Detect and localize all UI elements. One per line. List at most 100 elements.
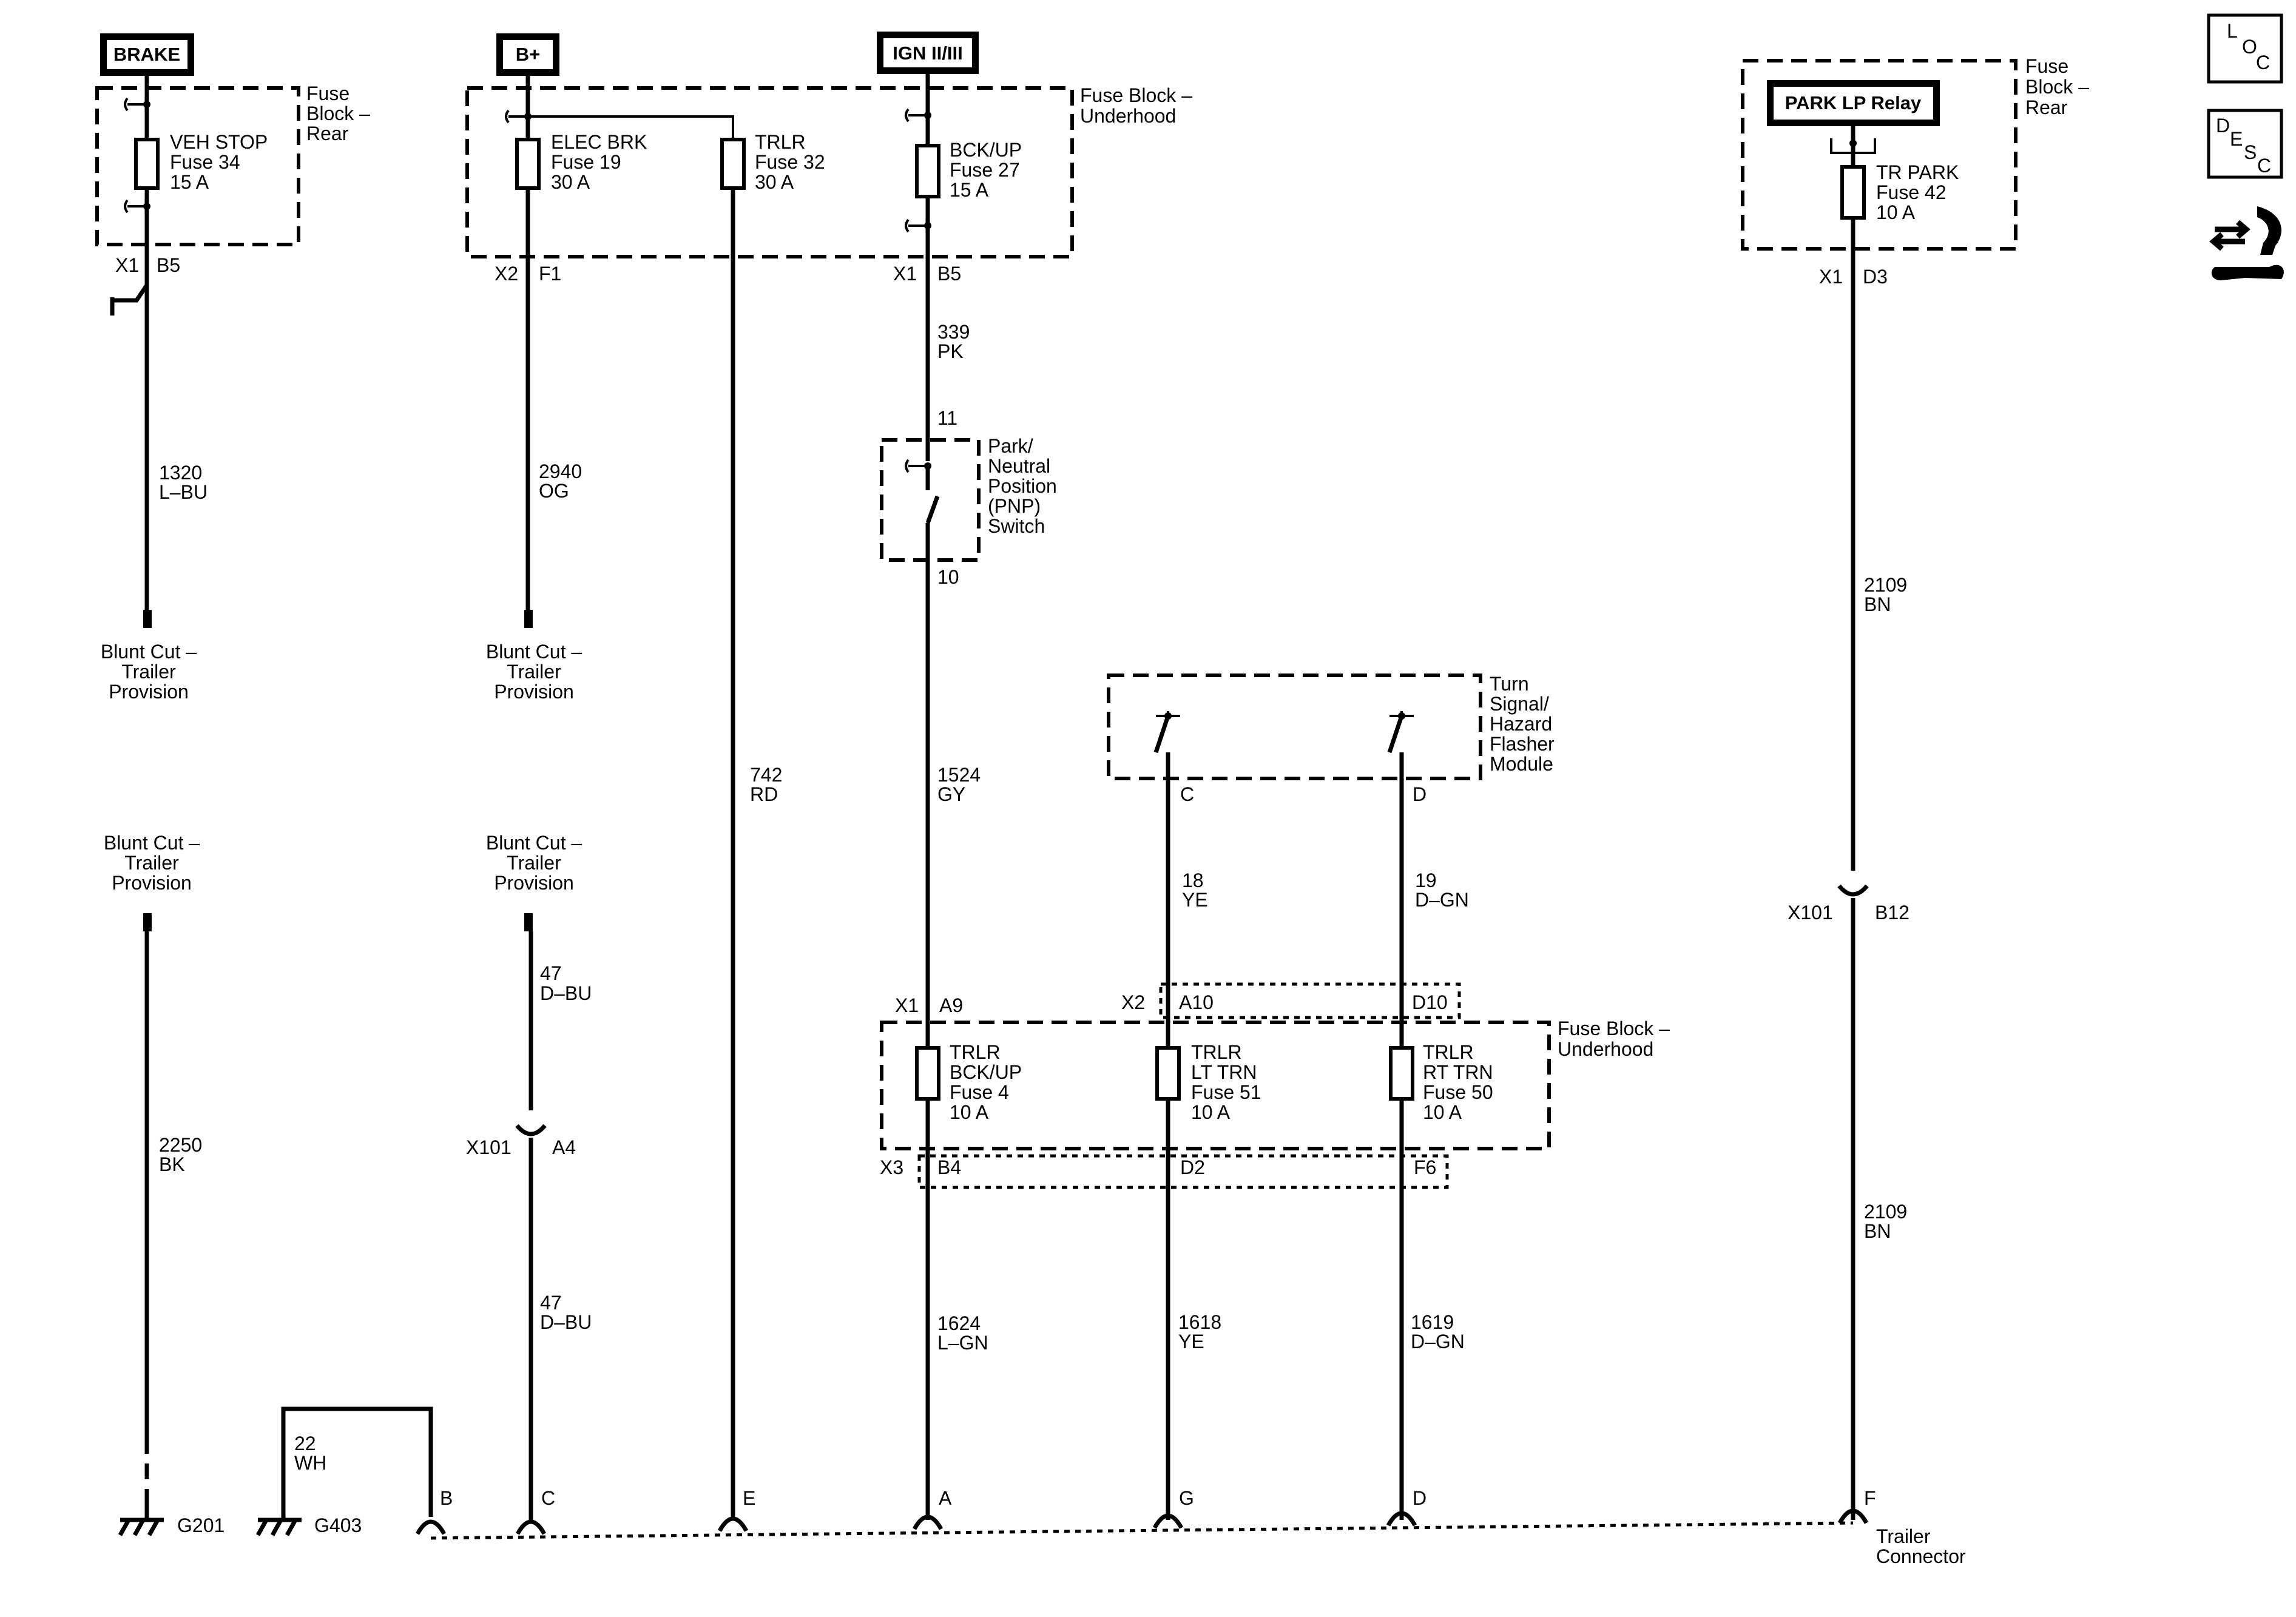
ground-wire-g403 — [255, 1406, 433, 1536]
ground-g201-label: G201 — [177, 1514, 225, 1536]
trailer-pin-g-terminal — [1152, 1513, 1184, 1529]
wrench-arrows-icon[interactable] — [2209, 206, 2284, 280]
trlr-rttrn50-fuse-label-1: TRLR — [1423, 1041, 1474, 1063]
flasher-module-label-4: Flasher — [1490, 733, 1555, 755]
desc-letter-s: S — [2244, 141, 2257, 163]
connector-x2-f1-x2-label: X2 — [495, 263, 518, 285]
fuse-block-underhood-bottom-label-1: Fuse Block – — [1558, 1018, 1670, 1039]
connector-x101-a4-x101-label: X101 — [466, 1136, 512, 1158]
park-lp-circuit — [1830, 126, 1876, 1520]
pnp-switch-label-1: Park/ — [988, 435, 1033, 457]
trlr32-fuse-label-2: Fuse 32 — [755, 151, 825, 173]
fuse-block-underhood-top-box — [465, 86, 1074, 258]
connector-x2-a10-a10-label: A10 — [1179, 991, 1214, 1013]
pnp-switch-label-3: Position — [988, 475, 1057, 497]
fuse-block-underhood-top-label-1: Fuse Block – — [1080, 84, 1192, 106]
wire-47b-number: 47 — [540, 1292, 562, 1314]
bck-up27-fuse-symbol — [915, 144, 940, 198]
loc-letter-c: C — [2256, 52, 2270, 73]
trlr-bckup4-fuse-symbol — [915, 1046, 940, 1101]
wire-18-number: 18 — [1182, 869, 1204, 891]
wire-2940-number: 2940 — [539, 461, 582, 482]
module-pin-d-label: D — [1413, 783, 1427, 805]
wire-339-color: PK — [937, 340, 964, 362]
wire-2250-color: BK — [159, 1153, 185, 1175]
wire-19-color: D–GN — [1415, 889, 1469, 911]
trlr-lttrn51-fuse-label-3: Fuse 51 — [1191, 1081, 1261, 1103]
trlr-rttrn50-fuse-symbol — [1389, 1046, 1414, 1101]
fuse-block-rear-right-label-1: Fuse — [2025, 55, 2068, 77]
flasher-module-label-1: Turn — [1490, 673, 1529, 695]
tr-park-fuse-label-2: Fuse 42 — [1876, 181, 1947, 203]
trailer-pin-f-terminal — [1837, 1508, 1869, 1524]
trailer-connector-label-1: Trailer — [1876, 1525, 1931, 1547]
park-relay-header-label: PARK LP Relay — [1785, 92, 1922, 113]
trailer-pin-c-label: C — [541, 1487, 555, 1509]
blunt-cut-1-label-3: Provision — [109, 681, 189, 703]
bck-up27-fuse-label-2: Fuse 27 — [950, 159, 1020, 181]
fuse-block-rear-left-box — [95, 86, 300, 246]
trailer-connector — [415, 1508, 1869, 1540]
connector-x101-a4-a4-label: A4 — [552, 1136, 576, 1158]
bplus-header: B+ — [496, 33, 559, 76]
elec-brk-fuse-symbol — [515, 138, 541, 190]
veh-stop-fuse-label-1: VEH STOP — [170, 131, 268, 153]
loc-icon[interactable]: L O C — [2207, 13, 2283, 84]
trailer-connector-label-2: Connector — [1876, 1545, 1966, 1567]
wire-1320-color: L–BU — [159, 481, 208, 503]
connector-x1-a9-a9-label: A9 — [939, 994, 963, 1016]
connector-b5-left-label: B5 — [157, 254, 180, 276]
park-relay-header: PARK LP Relay — [1767, 80, 1940, 126]
trlr-lttrn51-fuse-label-2: LT TRN — [1191, 1061, 1257, 1083]
loc-letter-l: L — [2227, 20, 2238, 42]
trlr-rttrn50-fuse-label-2: RT TRN — [1423, 1061, 1493, 1083]
wire-2109a-number: 2109 — [1864, 574, 1907, 596]
bck-up27-fuse-label-3: 15 A — [950, 179, 989, 201]
tr-park-fuse-label-3: 10 A — [1876, 201, 1916, 223]
brake-header-label: BRAKE — [113, 44, 180, 65]
wire-1524-color: GY — [937, 783, 965, 805]
ign-header: IGN II/III — [877, 32, 979, 74]
trailer-pin-f-label: F — [1864, 1487, 1876, 1509]
trlr-lttrn51-fuse-label-4: 10 A — [1191, 1101, 1231, 1123]
wire-339-number: 339 — [937, 321, 970, 343]
wire-19-number: 19 — [1415, 869, 1437, 891]
trailer-pin-c-terminal — [515, 1519, 547, 1535]
desc-icon[interactable]: D E S C — [2207, 109, 2283, 179]
elec-brk-circuit — [505, 76, 746, 1520]
flasher-module-label-5: Module — [1490, 753, 1553, 775]
trlr-lttrn51-fuse-symbol — [1155, 1046, 1181, 1101]
wire-1618-color: YE — [1178, 1331, 1204, 1352]
veh-stop-fuse-label-2: Fuse 34 — [170, 151, 240, 173]
connector-f6-label: F6 — [1414, 1156, 1436, 1178]
pnp-pin-11-label: 11 — [937, 407, 957, 429]
loc-letter-o: O — [2242, 36, 2257, 58]
fuse-block-rear-left-label-3: Rear — [306, 123, 349, 144]
wire-2940-color: OG — [539, 480, 569, 502]
connector-b5-mid-label: B5 — [937, 263, 961, 285]
wire-2109b-number: 2109 — [1864, 1201, 1907, 1223]
trailer-pin-b-terminal — [415, 1519, 447, 1535]
elec-brk-fuse-label-3: 30 A — [551, 171, 590, 193]
connector-x3-dotted-box — [917, 1154, 1449, 1189]
trlr-rttrn50-fuse-label-4: 10 A — [1423, 1101, 1462, 1123]
blunt-cut-1-label-2: Trailer — [121, 661, 176, 683]
trailer-pin-a-terminal — [912, 1514, 944, 1530]
trailer-pin-b-label: B — [440, 1487, 453, 1509]
desc-letter-d: D — [2216, 115, 2230, 137]
brake-circuit — [110, 76, 160, 628]
connector-x1-a9-x1-label: X1 — [895, 994, 919, 1016]
connector-x1-d3-d3-label: D3 — [1863, 266, 1888, 288]
pnp-switch-contact — [925, 495, 940, 524]
connector-x101-b12-x101-label: X101 — [1788, 902, 1833, 923]
desc-letter-e: E — [2230, 128, 2243, 150]
ign-circuit — [880, 74, 981, 1520]
wire-2109b-color: BN — [1864, 1220, 1891, 1242]
wire-1619-number: 1619 — [1411, 1311, 1454, 1333]
trlr-bckup4-fuse-label-2: BCK/UP — [950, 1061, 1022, 1083]
pnp-switch-label-4: (PNP) — [988, 495, 1041, 517]
blunt-cut-2-label-3: Provision — [494, 681, 574, 703]
blunt-cut-3-label-1: Blunt Cut – — [104, 832, 200, 854]
wire-2109a-color: BN — [1864, 593, 1891, 615]
